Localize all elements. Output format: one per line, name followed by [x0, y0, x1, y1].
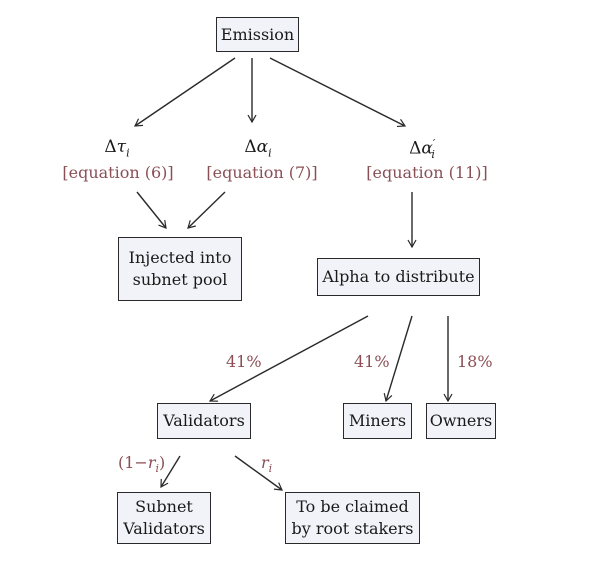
delta-tau-symbol: Δτi: [104, 137, 130, 160]
subnet-validators-line1: Subnet: [135, 497, 193, 516]
edge-eq7-to-injected: [187, 191, 226, 229]
root-share-label: ri: [261, 453, 273, 476]
validators-label: Validators: [163, 411, 245, 430]
injected-label-line1: Injected into: [128, 248, 232, 267]
root-stakers-node: To be claimed by root stakers: [285, 492, 420, 544]
root-stakers-line2: by root stakers: [291, 519, 414, 538]
validators-node: Validators: [157, 403, 251, 439]
miners-share-label: 41%: [354, 352, 390, 371]
validators-share-label: 41%: [226, 352, 262, 371]
owners-label: Owners: [429, 411, 493, 430]
owners-node: Owners: [426, 403, 496, 439]
equation-6-ref: [equation (6)]: [62, 163, 174, 182]
injected-label-line2: subnet pool: [132, 270, 228, 289]
subnet-validators-share-label: (1−ri): [118, 453, 166, 476]
edge-alpha-to-validators: [208, 315, 369, 402]
miners-label: Miners: [348, 411, 407, 430]
equation-11-ref: [equation (11)]: [366, 163, 488, 182]
owners-share-label: 18%: [457, 352, 493, 371]
edge-alpha-to-miners: [383, 315, 413, 403]
subnet-validators-node: Subnet Validators: [117, 492, 211, 544]
edge-validators-to-subnet-validators: [160, 455, 181, 489]
edge-emission-to-delta-tau: [133, 57, 236, 127]
miners-node: Miners: [343, 403, 412, 439]
emission-label: Emission: [220, 24, 295, 44]
edge-eq6-to-injected: [136, 191, 167, 229]
root-stakers-line1: To be claimed: [296, 497, 409, 516]
edge-emission-to-delta-alpha-prime: [269, 57, 407, 128]
alpha-label: Alpha to distribute: [322, 267, 475, 286]
emission-node: Emission: [216, 17, 299, 52]
equation-7-ref: [equation (7)]: [206, 163, 318, 182]
edge-validators-to-root-stakers: [234, 455, 283, 491]
delta-alpha-prime-symbol: Δα′i: [409, 137, 436, 162]
subnet-validators-line2: Validators: [123, 519, 205, 538]
delta-alpha-symbol: Δαi: [244, 137, 272, 160]
alpha-node: Alpha to distribute: [317, 258, 480, 296]
injected-node: Injected into subnet pool: [118, 237, 242, 301]
